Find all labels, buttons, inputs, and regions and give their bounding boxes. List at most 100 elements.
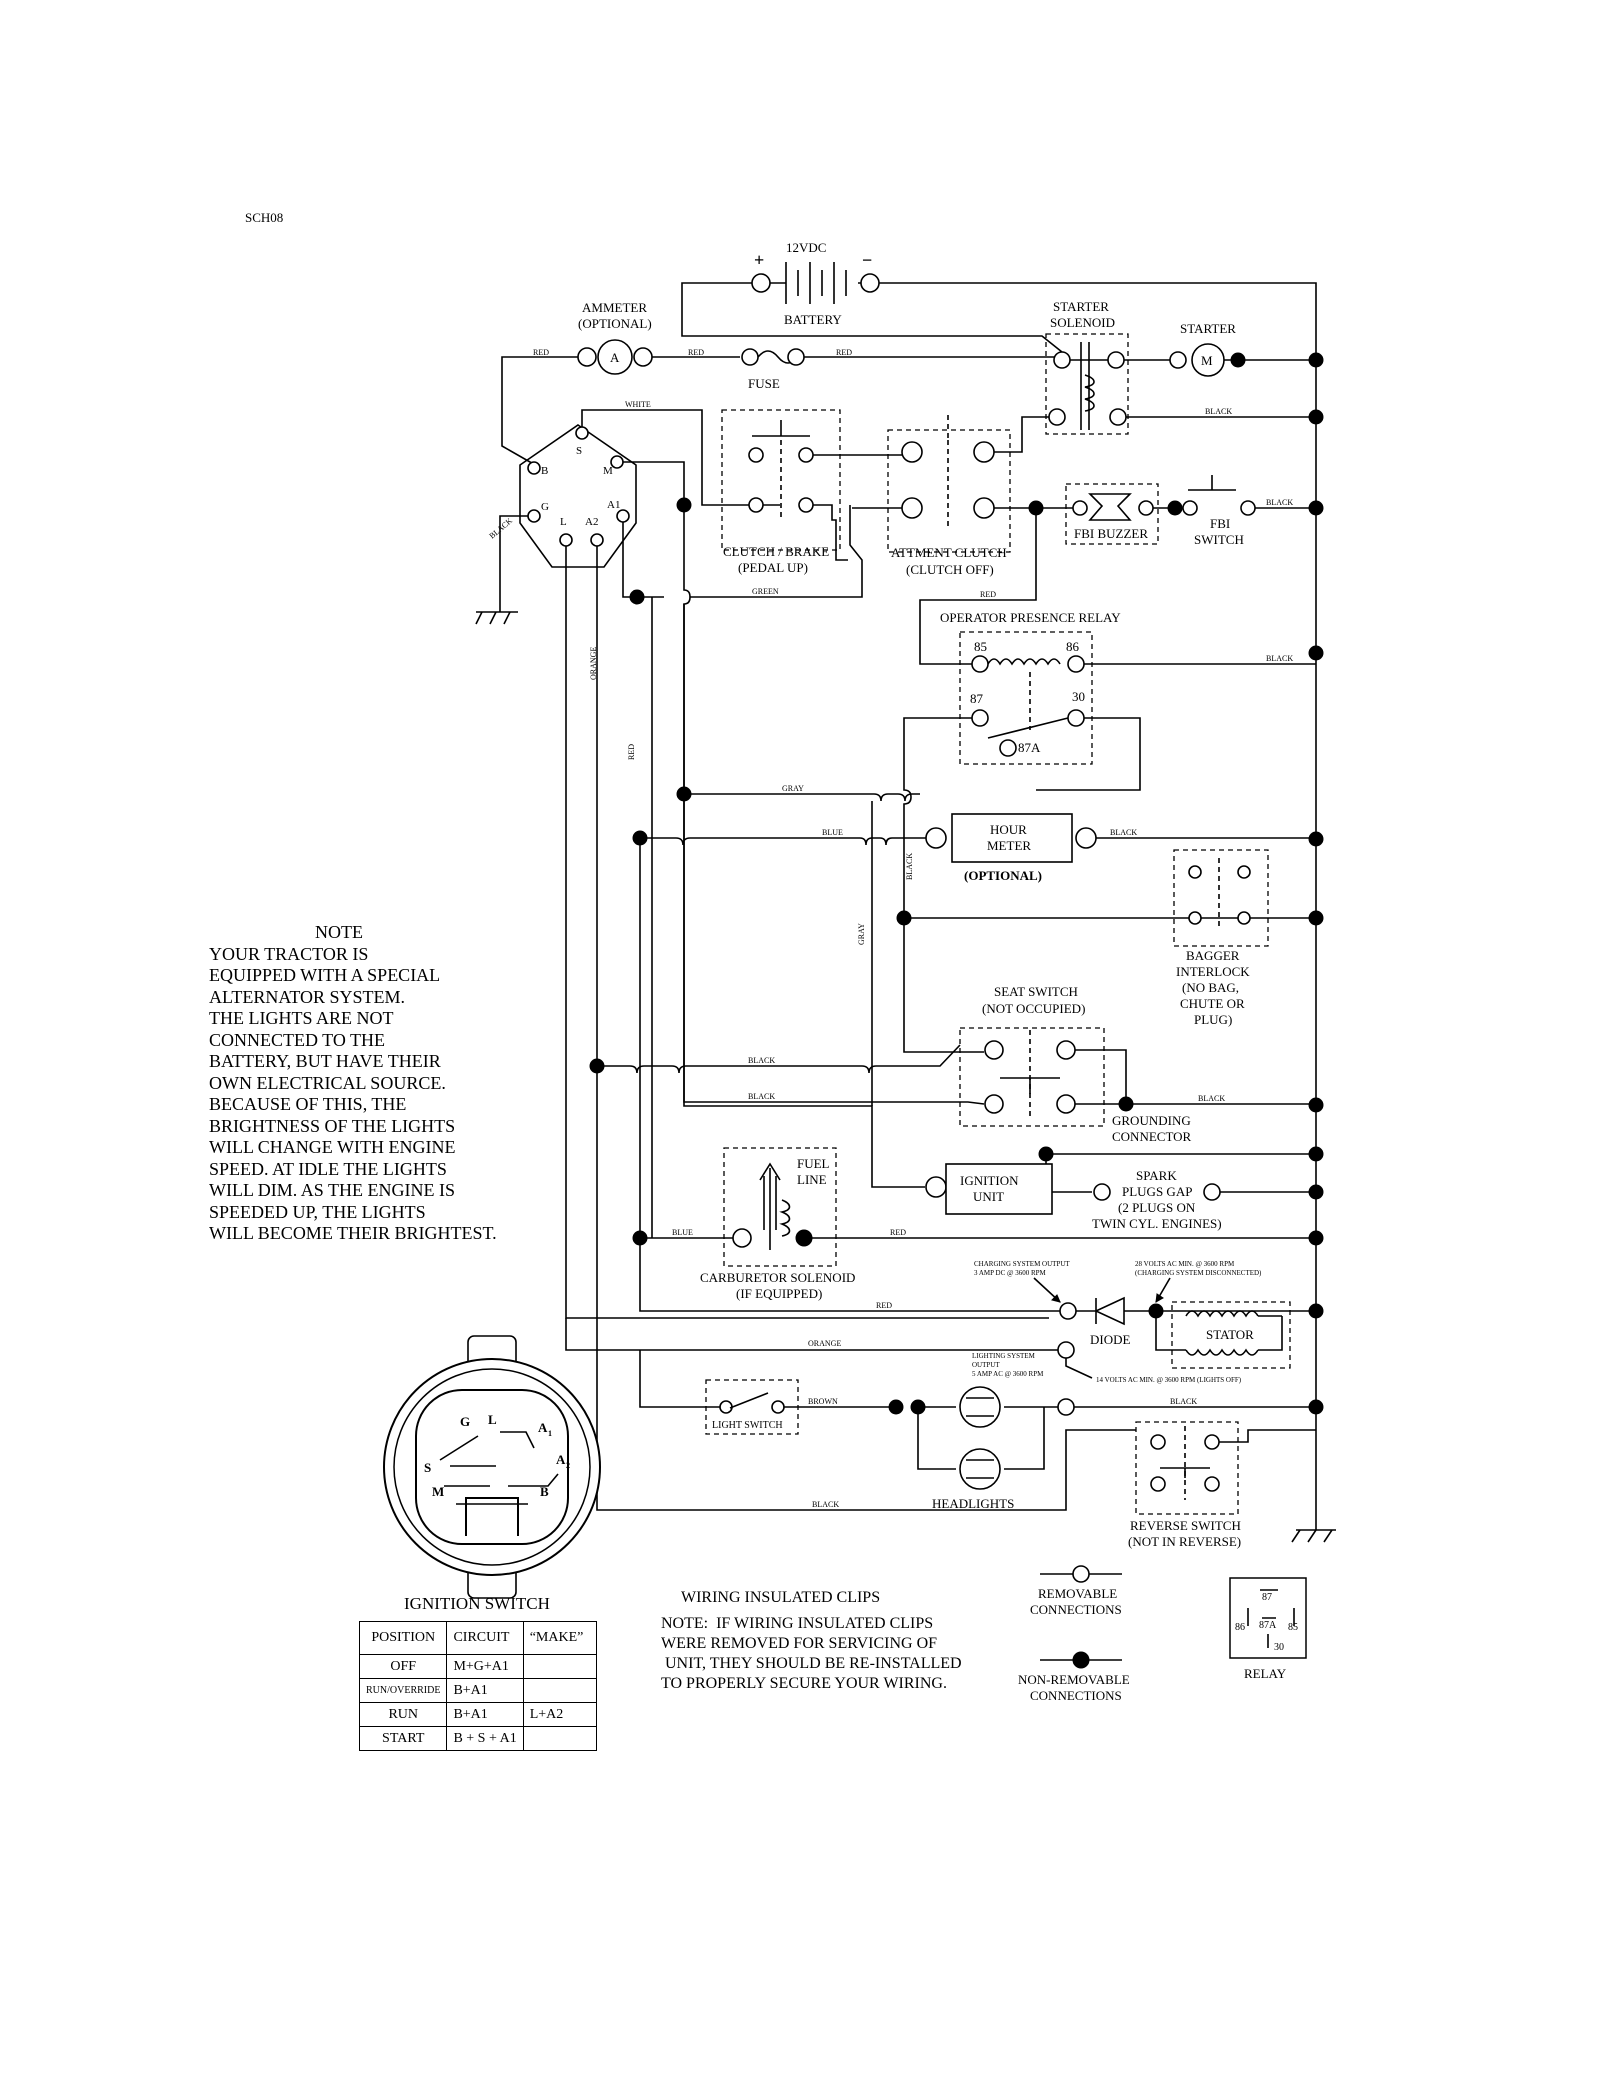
table-header-make: “MAKE” [522, 1621, 597, 1655]
relay-pin-86: 86 [1066, 639, 1080, 654]
note-line: CONNECTED TO THE [209, 1029, 386, 1050]
carburetor-solenoid: FUEL LINE CARBURETOR SOLENOID (IF EQUIPP… [700, 1147, 855, 1301]
note-line: BATTERY, BUT HAVE THEIR [209, 1051, 441, 1071]
ign-terminal-m: M [603, 465, 613, 477]
bagger-label-2: INTERLOCK [1176, 964, 1250, 979]
battery-label: BATTERY [784, 312, 842, 327]
ignition-switch-table: POSITION CIRCUIT “MAKE” OFF M+G+A1 RUN/O… [358, 1621, 597, 1751]
face-s: S [424, 1460, 431, 1475]
note-line: THE LIGHTS ARE NOT [209, 1008, 394, 1028]
wire-black-reverse: BLACK [812, 1500, 839, 1509]
relay-pin-30: 30 [1072, 689, 1085, 704]
note-line: YOUR TRACTOR IS [209, 943, 369, 964]
legend-relay: 87 87A 86 85 30 RELAY [1229, 1577, 1307, 1681]
table-cell-make: L+A2 [523, 1702, 597, 1727]
table-cell-circuit: M+G+A1 [446, 1654, 524, 1679]
seat-switch: SEAT SWITCH (NOT OCCUPIED) [959, 984, 1105, 1127]
wire-red-ammeter-out: RED [688, 348, 704, 357]
starter-label: STARTER [1180, 321, 1236, 336]
wire-black-hourmeter: BLACK [1110, 828, 1137, 837]
relay-pin-87: 87 [970, 691, 984, 706]
ign-terminal-s: S [576, 445, 582, 457]
note-line: SPEEDED UP, THE LIGHTS [209, 1201, 426, 1222]
headlights-label: HEADLIGHTS [932, 1496, 1014, 1511]
wire-black-solenoid: BLACK [1205, 407, 1232, 416]
note-title: NOTE [315, 922, 363, 942]
face-m: M [432, 1484, 444, 1499]
wire-gray: GRAY [782, 784, 804, 793]
wire-black-fbi: BLACK [1266, 498, 1293, 507]
spark-plugs-label-4: TWIN CYL. ENGINES) [1092, 1216, 1222, 1231]
light-switch: LIGHT SWITCH [705, 1379, 799, 1435]
ign-terminal-g: G [541, 501, 549, 513]
fbi-switch-label: FBI [1210, 516, 1230, 531]
ignition-unit: IGNITION UNIT [925, 1163, 1053, 1215]
note-line: BECAUSE OF THIS, THE [209, 1094, 407, 1114]
legend-non-removable-label: NON-REMOVABLE [1018, 1672, 1130, 1687]
clutch-brake-sub: (PEDAL UP) [738, 560, 808, 575]
face-l: L [488, 1412, 497, 1427]
wiring-clips-line: UNIT, THEY SHOULD BE RE-INSTALLED [661, 1655, 962, 1672]
attachment-clutch-switch: ATTMENT CLUTCH (CLUTCH OFF) [887, 415, 1011, 577]
legend-non-removable-label-2: CONNECTIONS [1030, 1688, 1122, 1703]
ammeter-optional: (OPTIONAL) [578, 316, 652, 331]
reverse-switch: REVERSE SWITCH (NOT IN REVERSE) [1128, 1421, 1241, 1549]
reverse-switch-sub: (NOT IN REVERSE) [1128, 1534, 1241, 1549]
charging-volts-label-2: (CHARGING SYSTEM DISCONNECTED) [1135, 1269, 1262, 1277]
legend-relay-87: 87 [1262, 1592, 1272, 1603]
note-line: EQUIPPED WITH A SPECIAL [209, 965, 441, 985]
fbi-switch: FBI SWITCH [1182, 475, 1256, 547]
lighting-volts-label: 14 VOLTS AC MIN. @ 3600 RPM (LIGHTS OFF) [1096, 1376, 1242, 1384]
table-row: START B + S + A1 [358, 1726, 597, 1751]
fbi-switch-sub: SWITCH [1194, 532, 1244, 547]
legend-relay-label: RELAY [1244, 1666, 1287, 1681]
wire-red-vertical: RED [627, 744, 636, 760]
doc-code: SCH08 [245, 210, 283, 225]
wiring-clips-line: NOTE: IF WIRING INSULATED CLIPS [661, 1615, 934, 1632]
ammeter: AMMETER (OPTIONAL) A [577, 300, 653, 375]
starter-solenoid: STARTER SOLENOID [1045, 299, 1129, 435]
stator: STATOR [1171, 1301, 1291, 1369]
fuse-label: FUSE [748, 376, 780, 391]
operator-presence-relay-label: OPERATOR PRESENCE RELAY [940, 610, 1121, 625]
note-line: BRIGHTNESS OF THE LIGHTS [209, 1115, 456, 1136]
wire-black-seat: BLACK [748, 1056, 775, 1065]
ignition-switch-symbol: S M B G A1 L A2 [519, 424, 637, 568]
wire-black-vertical: BLACK [905, 853, 914, 880]
ign-terminal-b: B [541, 465, 548, 477]
legend-relay-87a: 87A [1259, 1620, 1277, 1631]
note-line: WILL BECOME THEIR BRIGHTEST. [209, 1223, 497, 1243]
fbi-buzzer: FBI BUZZER [1065, 483, 1159, 545]
table-cell-make [523, 1654, 597, 1679]
seat-switch-sub: (NOT OCCUPIED) [982, 1001, 1085, 1016]
grounding-connector-label: GROUNDING [1112, 1113, 1191, 1128]
clutch-brake-label: CLUTCH / BRAKE [723, 544, 829, 559]
table-cell-position: OFF [358, 1654, 448, 1679]
stator-label: STATOR [1206, 1327, 1254, 1342]
diode-label: DIODE [1090, 1332, 1130, 1347]
fuel-line-label: FUEL [797, 1156, 830, 1171]
starter-solenoid-label-2: SOLENOID [1050, 315, 1115, 330]
wire-black-seat-2: BLACK [748, 1092, 775, 1101]
face-a1: A [538, 1420, 548, 1435]
battery-minus: − [862, 250, 872, 270]
face-g: G [460, 1414, 470, 1429]
ground-bus [876, 282, 1336, 1543]
wire-red-ammeter: RED [533, 348, 549, 357]
wiring-clips-note: WIRING INSULATED CLIPS NOTE: IF WIRING I… [661, 1588, 962, 1694]
wire-orange-lights: ORANGE [808, 1339, 841, 1348]
hour-meter-label: HOUR [990, 822, 1027, 837]
note-line: WILL CHANGE WITH ENGINE [209, 1137, 456, 1157]
table-row: RUN B+A1 L+A2 [358, 1702, 597, 1727]
headlights: HEADLIGHTS [932, 1386, 1014, 1511]
wire-black-relay: BLACK [1266, 654, 1293, 663]
bagger-label-5: PLUG) [1194, 1012, 1232, 1027]
bagger-label-3: (NO BAG, [1182, 980, 1239, 995]
table-cell-position: START [358, 1726, 448, 1751]
legend-relay-86: 86 [1235, 1622, 1245, 1633]
alternator-note: NOTE YOUR TRACTOR IS EQUIPPED WITH A SPE… [209, 922, 549, 1245]
wire-black-ground-conn: BLACK [1198, 1094, 1225, 1103]
spark-plugs-label-3: (2 PLUGS ON [1118, 1200, 1196, 1215]
table-cell-position: RUN/OVERRIDE [358, 1678, 448, 1703]
charging-output-label-2: 3 AMP DC @ 3600 RPM [974, 1269, 1047, 1277]
